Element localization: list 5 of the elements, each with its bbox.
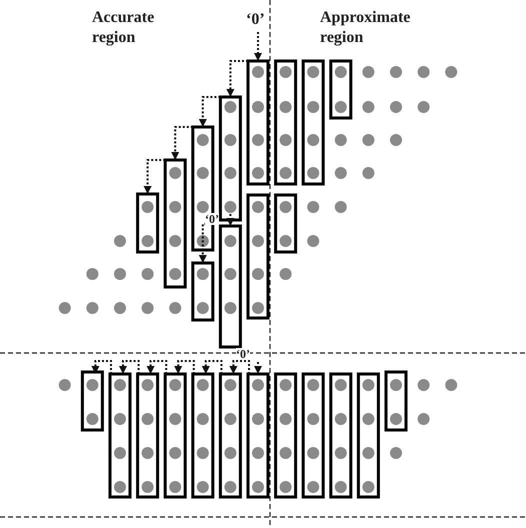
zero-label: ‘0’ [205, 213, 219, 225]
region-label: Approximate region [320, 8, 412, 48]
region-label: Accurate region [92, 8, 156, 48]
zero-label: ‘0’ [236, 348, 250, 360]
zero-label: ‘0’ [246, 10, 266, 30]
